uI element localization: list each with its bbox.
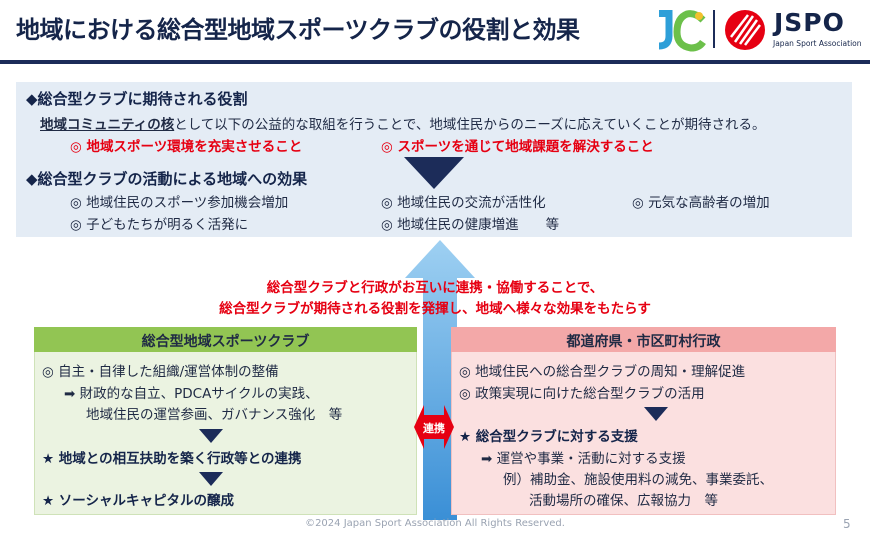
role-intro-rest: として以下の公益的な取組を行うことで、地域住民からのニーズに応えていくことが期待… <box>174 117 766 133</box>
club-box <box>34 327 417 515</box>
effect-heading: ◆総合型クラブの活動による地域への効果 <box>26 170 308 188</box>
club-box-header <box>34 327 417 352</box>
effect-item: ◎ 子どもたちが明るく活発に <box>70 217 249 233</box>
role-intro: 地域コミュニティの核として以下の公益的な取組を行うことで、地域住民からのニーズに… <box>40 113 766 133</box>
effect-item: ◎ 地域住民のスポーツ参加機会増加 <box>70 195 289 211</box>
government-item-2: ◎ 政策実現に向けた総合型クラブの活用 <box>459 386 705 402</box>
header-rule <box>0 60 870 64</box>
role-heading: ◆総合型クラブに期待される役割 <box>26 90 248 108</box>
government-box <box>451 327 836 515</box>
center-up-arrow-icon <box>405 240 475 520</box>
club-item-2: ★ 地域との相互扶助を築く行政等との連携 <box>42 451 302 467</box>
banner-line-1: 総合型クラブと行政がお互いに連携・協働することで、 <box>266 280 604 296</box>
role-item-2: ◎ スポーツを通じて地域課題を解決すること <box>381 139 654 155</box>
down-triangle-icon <box>644 407 668 421</box>
government-sub-1: ➡ 運営や事業・活動に対する支援 <box>481 451 686 467</box>
government-box-header <box>451 327 836 352</box>
logo-divider <box>713 10 715 48</box>
government-item-1: ◎ 地域住民への総合型クラブの周知・理解促進 <box>459 364 746 380</box>
page-title: 地域における総合型地域スポーツクラブの役割と効果 <box>16 16 580 44</box>
effect-item: ◎ 地域住民の交流が活性化 <box>381 195 546 211</box>
government-item-3: ★ 総合型クラブに対する支援 <box>459 429 638 445</box>
club-item-1: ◎ 自主・自律した組織/運営体制の整備 <box>42 364 279 380</box>
down-triangle-icon <box>404 157 464 189</box>
banner-line-2: 総合型クラブが期待される役割を発揮し、地域へ様々な効果をもたらす <box>219 301 651 317</box>
jspo-logo-subtitle: Japan Sport Association <box>773 39 862 48</box>
government-box-title: 都道府県・市区町村行政 <box>566 334 721 350</box>
club-sub-1: ➡ 財政的な自立、PDCAサイクルの実践、 <box>64 386 319 402</box>
government-sub-2: 例）補助金、施設使用料の減免、事業委託、 <box>503 472 773 488</box>
government-sub-3: 活動場所の確保、広報協力 等 <box>529 493 718 509</box>
copyright-text: ©2024 Japan Sport Association All Rights… <box>305 518 565 529</box>
jspo-logo-text: JSPO <box>774 8 845 37</box>
bidirectional-arrow-icon <box>414 405 454 449</box>
down-triangle-icon <box>199 429 223 443</box>
down-triangle-icon <box>199 472 223 486</box>
club-item-3: ★ ソーシャルキャピタルの醸成 <box>42 493 235 509</box>
role-intro-underlined: 地域コミュニティの核 <box>40 117 175 133</box>
effect-item: ◎ 元気な高齢者の増加 <box>632 195 770 211</box>
jspo-mark-icon <box>725 10 765 50</box>
club-sub-2: 地域住民の運営参画、ガバナンス強化 等 <box>86 407 343 423</box>
jsc-logo-icon <box>658 10 706 52</box>
role-item-1: ◎ 地域スポーツ環境を充実させること <box>70 139 303 155</box>
effect-item: ◎ 地域住民の健康増進 等 <box>381 217 560 233</box>
page-number: 5 <box>843 517 851 531</box>
club-box-title: 総合型地域スポーツクラブ <box>141 334 310 350</box>
bridge-label: 連携 <box>423 422 445 435</box>
